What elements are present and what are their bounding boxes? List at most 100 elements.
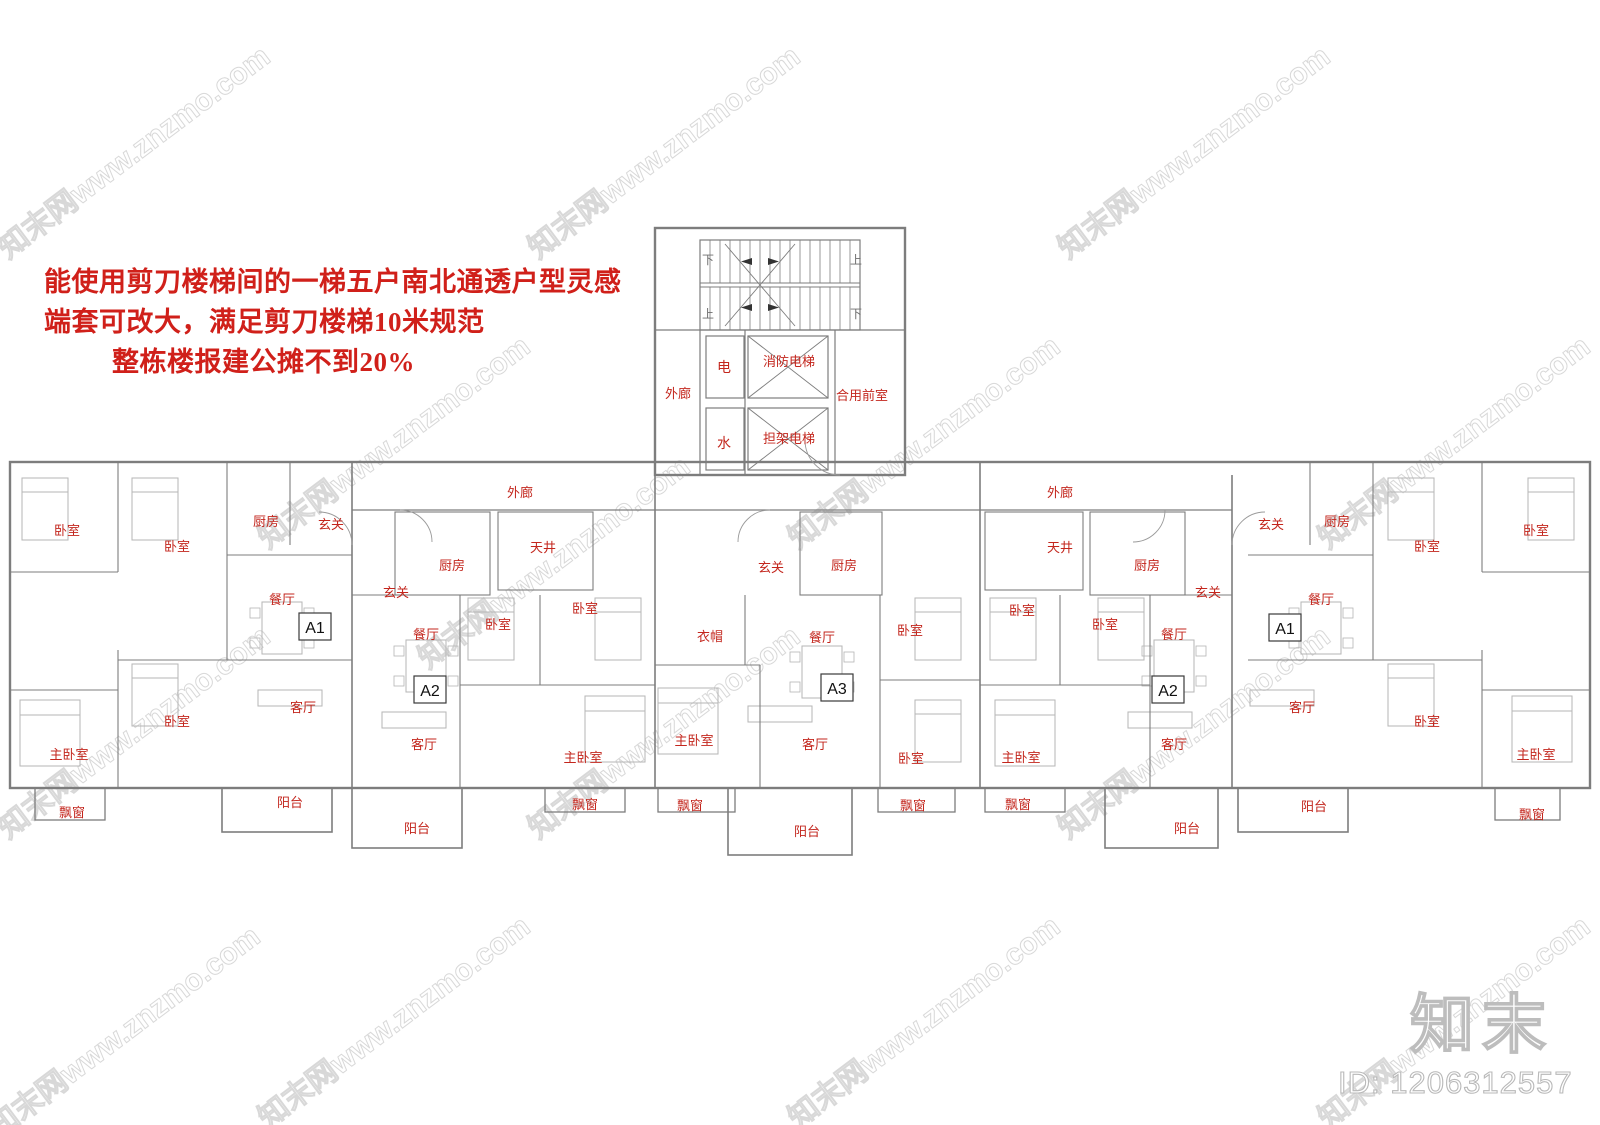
bedroom-label: 卧室 — [1092, 617, 1118, 632]
entry-label: 玄关 — [758, 560, 784, 575]
wall — [351, 787, 463, 849]
living-label: 客厅 — [1161, 737, 1187, 752]
door-arc — [318, 511, 353, 546]
watermark-text: 知末网www.znzmo.com — [1052, 40, 1336, 265]
corridor-label: 外廊 — [507, 485, 533, 500]
bay-window-label: 飘窗 — [900, 798, 926, 813]
master-bedroom-label: 主卧室 — [563, 750, 602, 765]
double-bed — [994, 699, 1056, 767]
double-bed — [657, 687, 719, 755]
master-bedroom-label: 主卧室 — [1001, 750, 1040, 765]
living-label: 客厅 — [411, 737, 437, 752]
wall — [1494, 787, 1561, 821]
stair-arrow — [741, 304, 752, 311]
watermark-text: 知末网www.znzmo.com — [252, 910, 536, 1125]
master-bedroom-label: 主卧室 — [49, 747, 88, 762]
chair — [1141, 645, 1153, 657]
annotation-line-3: 整栋楼报建公摊不到20% — [112, 347, 415, 377]
door-arc — [1132, 509, 1166, 543]
chair — [447, 675, 459, 687]
chair — [249, 607, 261, 619]
double-bed — [584, 695, 646, 763]
chair — [393, 675, 405, 687]
chair — [1195, 645, 1207, 657]
shared-lobby-label: 合用前室 — [836, 388, 888, 403]
dining-label: 餐厅 — [1308, 592, 1334, 607]
wall — [544, 787, 626, 813]
wall — [705, 335, 745, 399]
chair — [789, 651, 801, 663]
wall — [747, 407, 829, 471]
room-labels-layer: 下上上下电水消防电梯担架电梯外廊合用前室外廊外廊卧室卧室厨房玄关餐厅客厅卧室主卧… — [49, 253, 1555, 839]
door-arc — [737, 509, 771, 543]
wall — [877, 787, 956, 813]
stair-up-label: 上 — [850, 253, 862, 267]
wall — [747, 407, 829, 471]
annotation-note: 能使用剪刀楼梯间的一梯五户南北通透户型灵感 端套可改大，满足剪刀楼梯10米规范 … — [44, 262, 644, 382]
shaft-water-label: 水 — [717, 436, 731, 452]
bed — [467, 597, 515, 661]
wall — [747, 335, 829, 399]
kitchen-label: 厨房 — [1134, 558, 1160, 573]
unit-tag-a1-right: A1 — [1275, 621, 1295, 638]
wall — [1089, 511, 1186, 596]
kitchen-label: 厨房 — [439, 558, 465, 573]
annotation-line-1: 能使用剪刀楼梯间的一梯五户南北通透户型灵感 — [44, 267, 622, 297]
chair — [447, 645, 459, 657]
chair — [393, 645, 405, 657]
bed — [1387, 663, 1435, 727]
door-arc — [399, 509, 433, 543]
balcony-label: 阳台 — [794, 824, 820, 839]
unit-tag-a2-left: A2 — [420, 683, 440, 700]
stair-arrow — [741, 258, 752, 265]
wall — [705, 407, 745, 471]
sofa — [747, 705, 813, 723]
bed — [914, 699, 962, 763]
bed — [1527, 477, 1575, 541]
furniture-layer — [19, 477, 1575, 767]
watermark-text: 知末网www.znzmo.com — [0, 920, 266, 1125]
stair-arrow — [768, 258, 779, 265]
stair-up-label: 上 — [702, 307, 714, 321]
bedroom-label: 卧室 — [898, 751, 924, 766]
stretcher-elevator-label: 担架电梯 — [763, 431, 815, 446]
bedroom-label: 卧室 — [1414, 714, 1440, 729]
unit-tag-a1-right-box — [1268, 613, 1302, 642]
living-label: 客厅 — [290, 700, 316, 715]
cloakroom-label: 衣帽 — [697, 629, 723, 644]
balcony-label: 阳台 — [1301, 799, 1327, 814]
stair-down-label: 下 — [850, 307, 862, 321]
bed — [131, 477, 179, 541]
lightwell-label: 天井 — [1047, 540, 1073, 555]
bed — [131, 663, 179, 727]
chair — [1342, 637, 1354, 649]
living-label: 客厅 — [802, 737, 828, 752]
wall — [727, 787, 853, 856]
shaft-electric-label: 电 — [717, 360, 731, 376]
annotation-line-2: 端套可改大，满足剪刀楼梯10米规范 — [44, 307, 485, 337]
wall — [394, 511, 491, 596]
watermark-text: 知末网www.znzmo.com — [782, 910, 1066, 1125]
unit-tag-a1-left-box — [298, 612, 332, 641]
bedroom-label: 卧室 — [1009, 603, 1035, 618]
dining-label: 餐厅 — [1161, 627, 1187, 642]
fire-elevator-label: 消防电梯 — [763, 354, 815, 369]
kitchen-label: 厨房 — [831, 558, 857, 573]
door-arc — [1231, 511, 1266, 546]
stair-arrow — [768, 304, 779, 311]
unit-tag-a3-center-box — [820, 673, 854, 702]
sofa — [381, 711, 447, 729]
bedroom-label: 卧室 — [485, 617, 511, 632]
double-bed — [1511, 695, 1573, 763]
unit-tag-a1-left: A1 — [305, 620, 325, 637]
stair-down-label: 下 — [702, 253, 714, 267]
bed — [594, 597, 642, 661]
balcony-label: 阳台 — [1174, 821, 1200, 836]
wall — [221, 787, 333, 833]
wall — [34, 787, 106, 821]
watermark-text: 知末网www.znzmo.com — [0, 620, 276, 845]
chair — [1342, 607, 1354, 619]
bed — [914, 597, 962, 661]
